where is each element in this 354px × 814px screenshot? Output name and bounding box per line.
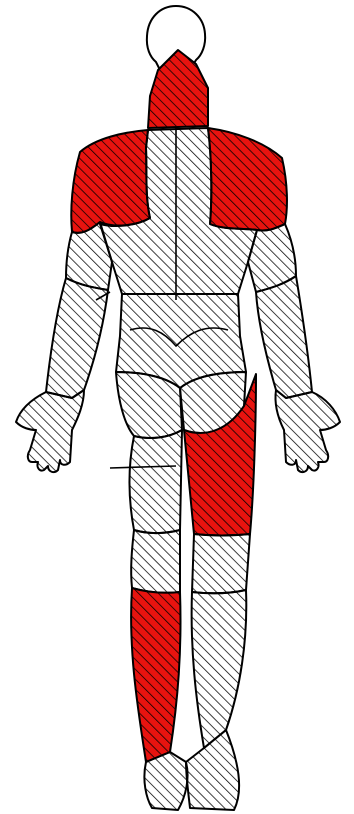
region-left-foot	[144, 752, 187, 810]
region-left-shoulder-hatch-overlay	[71, 130, 150, 233]
region-right-foot	[186, 730, 239, 810]
region-right-forearm	[256, 276, 312, 398]
region-right-calf	[192, 590, 247, 748]
region-right-knee	[192, 534, 250, 593]
region-left-knee	[131, 530, 180, 593]
region-left-thigh	[130, 430, 183, 533]
region-left-buttock	[116, 372, 182, 438]
region-left-hand	[16, 390, 84, 472]
region-right-hand	[275, 390, 340, 472]
region-left-forearm	[46, 278, 108, 398]
region-right-shoulder-hatch-overlay	[208, 128, 287, 231]
